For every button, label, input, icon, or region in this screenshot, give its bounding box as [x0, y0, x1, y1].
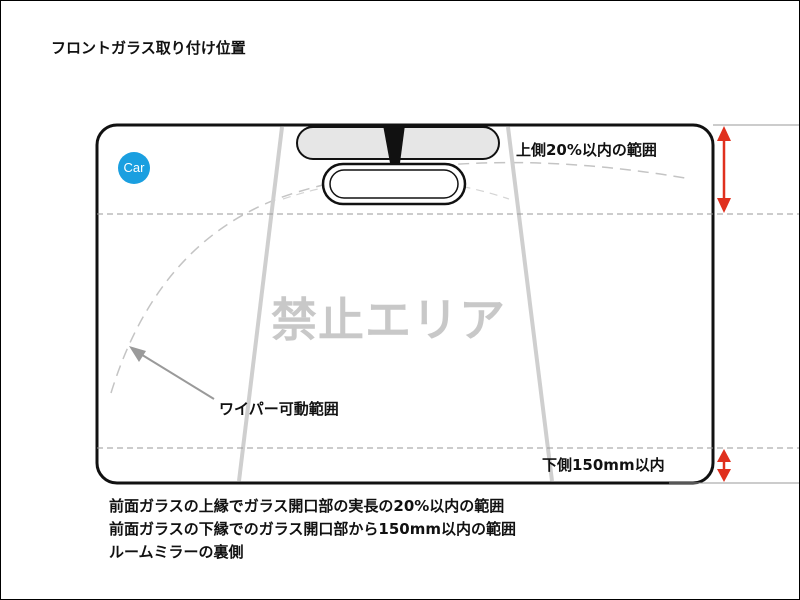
- car-logo: Car: [118, 152, 150, 184]
- top-arrow-head-down: [717, 198, 731, 213]
- rear-view-mirror: [321, 162, 467, 206]
- wiper-callout-line: [138, 352, 215, 400]
- bottom-range-label: 下側150mm以内: [542, 456, 665, 474]
- rear-view-mirror-inner: [329, 169, 459, 199]
- bottom-arrow-head-down: [717, 469, 731, 482]
- top-arrow-head-up: [717, 126, 731, 141]
- note-item: 前面ガラスの下縁でのガラス開口部から150mm以内の範囲: [109, 520, 516, 538]
- mirror-stem: [383, 125, 405, 163]
- page-title: フロントガラス取り付け位置: [51, 39, 246, 57]
- notes-list: 前面ガラスの上縁でガラス開口部の実長の20%以内の範囲 前面ガラスの下縁でのガラ…: [109, 495, 516, 564]
- note-item: 前面ガラスの上縁でガラス開口部の実長の20%以内の範囲: [109, 497, 505, 515]
- wiper-callout-arrowhead: [129, 346, 146, 362]
- left-pillar-line: [237, 126, 284, 482]
- right-pillar-line: [506, 126, 554, 482]
- forbidden-area-label: 禁止エリア: [271, 293, 506, 347]
- top-range-label: 上側20%以内の範囲: [516, 141, 657, 159]
- note-item: ルームミラーの裏側: [109, 543, 244, 561]
- wiper-sweep-arc: [110, 161, 692, 394]
- bottom-arrow-head-up: [717, 449, 731, 462]
- wiper-range-label: ワイパー可動範囲: [219, 400, 339, 418]
